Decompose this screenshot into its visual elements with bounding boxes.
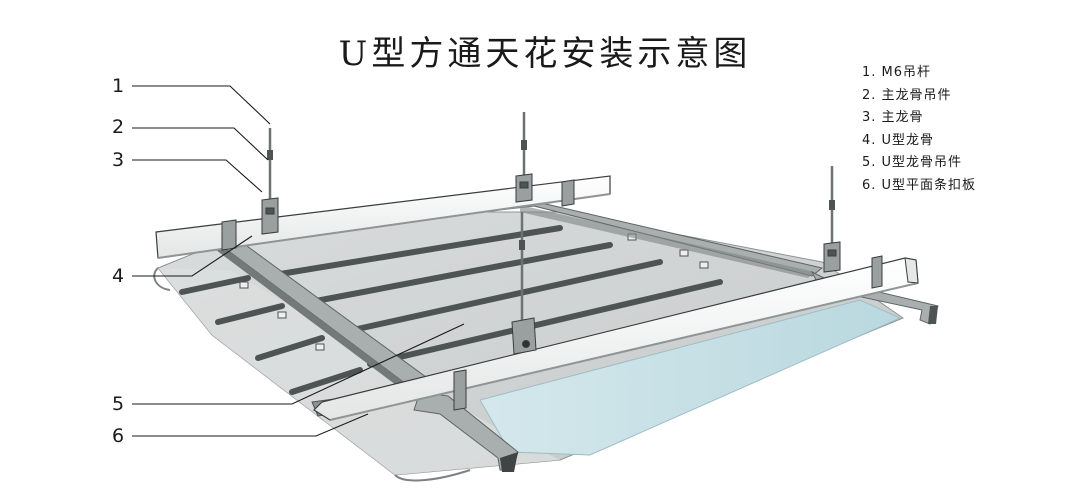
rod-threads bbox=[267, 140, 835, 250]
legend-item-3: 3. 主龙骨 bbox=[862, 110, 924, 125]
leader-line-5 bbox=[132, 323, 465, 405]
u-channel-hanger-clips bbox=[221, 179, 883, 411]
main-runner-hangers bbox=[261, 173, 841, 273]
leader-lines bbox=[132, 85, 465, 437]
panel-edge-left bbox=[153, 267, 171, 291]
callout-number-3: 3 bbox=[112, 149, 125, 171]
callout-number-1: 1 bbox=[112, 75, 125, 97]
leader-line-1 bbox=[132, 85, 271, 125]
u-channel-beam-front bbox=[413, 391, 519, 472]
u-channel-grooves bbox=[179, 225, 723, 395]
legend-item-1: 1. M6吊杆 bbox=[862, 65, 932, 80]
diagram-title: U型方通天花安装示意图 bbox=[338, 34, 752, 74]
callout-number-5: 5 bbox=[112, 393, 125, 415]
legend-item-2: 2. 主龙骨吊件 bbox=[862, 87, 952, 103]
leader-line-3 bbox=[132, 159, 263, 193]
callout-number-6: 6 bbox=[112, 425, 125, 447]
leader-line-2 bbox=[132, 127, 269, 161]
component-legend: 1. M6吊杆 2. 主龙骨吊件 3. 主龙骨 4. U型龙骨 5. U型龙骨吊… bbox=[862, 62, 976, 197]
legend-item-5: 5. U型龙骨吊件 bbox=[862, 155, 963, 170]
legend-item-6: 6. U型平面条扣板 bbox=[862, 177, 977, 193]
callout-number-4: 4 bbox=[112, 265, 125, 287]
callout-number-2: 2 bbox=[112, 116, 125, 138]
legend-item-4: 4. U型龙骨 bbox=[862, 132, 935, 148]
panel-edge-front bbox=[394, 469, 471, 482]
leader-line-4 bbox=[132, 235, 253, 277]
leader-line-6 bbox=[132, 413, 369, 437]
